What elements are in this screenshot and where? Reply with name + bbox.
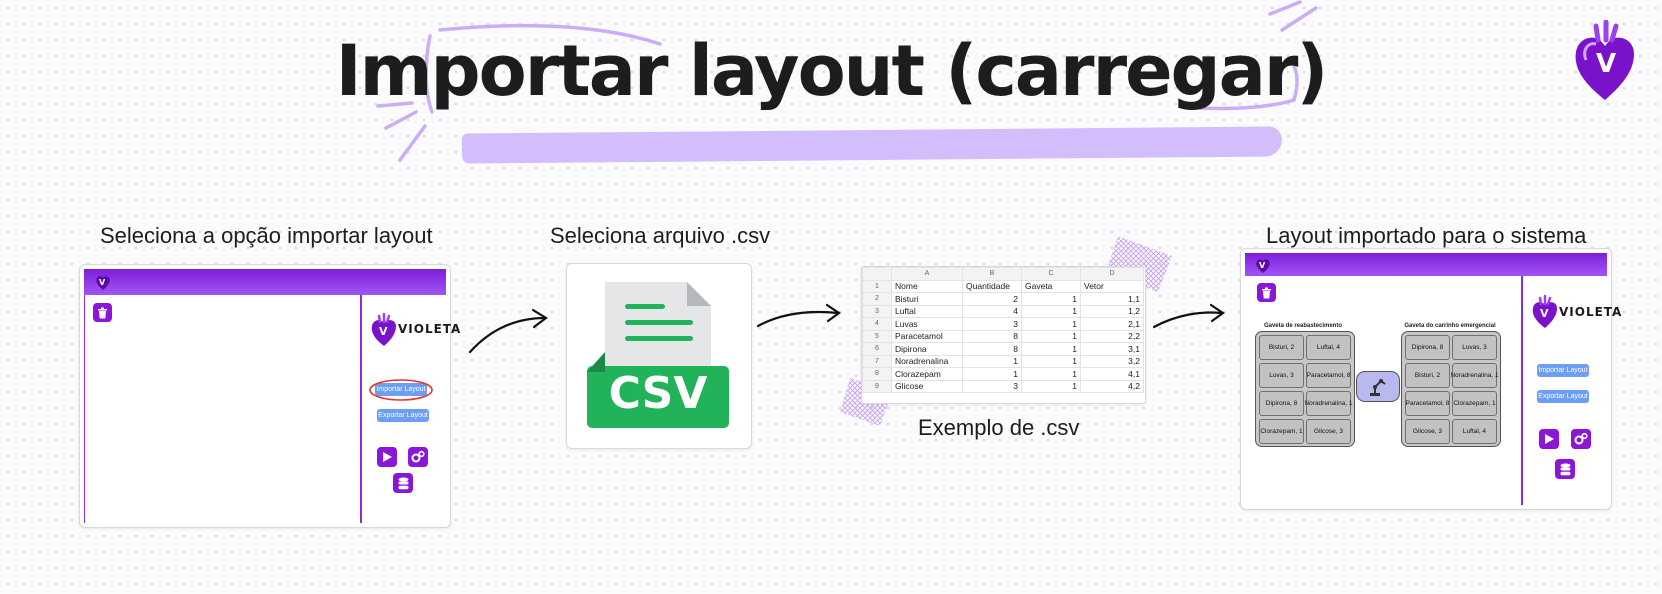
database-icon [1560, 463, 1570, 475]
step3-caption: Exemplo de .csv [918, 415, 1080, 440]
drawer-slot[interactable]: Clorazepam, 1 [1259, 419, 1304, 444]
drawer1-title: Gaveta de reabastecimento [1263, 323, 1343, 329]
play-button[interactable] [377, 447, 397, 467]
gears-icon [1574, 432, 1588, 445]
column-header: D [1080, 267, 1144, 281]
drawer-slot[interactable]: Dipirona, 8 [1259, 391, 1304, 416]
app-left-border [84, 295, 85, 523]
play-button[interactable] [1539, 429, 1559, 449]
robot-arm-icon [1370, 379, 1386, 396]
drawer2-title: Gaveta do carrinho emergencial [1404, 323, 1496, 329]
csv-file-icon [587, 282, 729, 428]
svg-text:V: V [1596, 49, 1616, 79]
csv-file-card: CSV [566, 263, 752, 449]
database-button[interactable] [393, 473, 413, 493]
drawer-slot[interactable]: Glicose, 3 [1306, 419, 1351, 444]
import-layout-button[interactable]: Importar Layout [1537, 364, 1589, 377]
drawer-slot[interactable]: Luvas, 3 [1452, 335, 1497, 360]
drawer-slot[interactable]: Paracetamol, 8 [1306, 363, 1351, 388]
gears-icon [411, 450, 425, 463]
drawer2: Dipirona, 8 Luvas, 3 Bisturi, 2 Noradren… [1401, 331, 1501, 447]
column-header: A [891, 267, 963, 281]
brand-name: VIOLETA [398, 322, 462, 336]
drawer-slot[interactable]: Luftal, 4 [1452, 419, 1497, 444]
export-layout-button[interactable]: Exportar Layout [377, 409, 429, 422]
drawer-slot[interactable]: Paracetamol, 8 [1405, 391, 1450, 416]
highlight-circle [369, 379, 433, 401]
violeta-heart-icon: V [371, 313, 396, 346]
settings-button[interactable] [1571, 429, 1591, 449]
export-layout-button[interactable]: Exportar Layout [1537, 390, 1589, 403]
step4-label: Layout importado para o sistema [1266, 223, 1587, 248]
svg-text:V: V [379, 325, 388, 338]
database-button[interactable] [1555, 459, 1575, 479]
robot-arm-button[interactable] [1356, 371, 1400, 402]
import-layout-button[interactable]: Importar Layout [375, 383, 427, 396]
trash-button[interactable] [93, 303, 112, 322]
settings-button[interactable] [408, 447, 428, 467]
app-logo-icon: V [1256, 259, 1270, 273]
brand-name: VIOLETA [1559, 305, 1623, 319]
app-screenshot-step4: V Gaveta de reabastecimento Bisturi, 2 L… [1240, 248, 1621, 510]
trash-icon [1262, 287, 1271, 298]
play-icon [383, 452, 392, 462]
app-logo-icon: V [96, 276, 110, 290]
step2-label: Seleciona arquivo .csv [550, 223, 771, 248]
drawer-slot[interactable]: Glicose, 3 [1405, 419, 1450, 444]
play-icon [1545, 434, 1554, 444]
drawer-slot[interactable]: Luvas, 3 [1259, 363, 1304, 388]
column-header: C [1021, 267, 1081, 281]
app-screenshot-step1: V V VIOLETA Importar Layout Exportar Lay… [79, 264, 460, 528]
drawer-slot[interactable]: Bisturi, 2 [1405, 363, 1450, 388]
svg-text:V: V [1259, 261, 1266, 270]
step1-label: Seleciona a opção importar layout [100, 223, 433, 248]
svg-text:V: V [99, 278, 106, 287]
drawer1: Bisturi, 2 Luftal, 4 Luvas, 3 Paracetamo… [1255, 331, 1355, 447]
page-title: Importar layout (carregar) [335, 30, 1329, 112]
csv-label: CSV [608, 368, 708, 419]
drawer-slot[interactable]: Bisturi, 2 [1259, 335, 1304, 360]
drawer-slot[interactable]: Clorazepam, 1 [1452, 391, 1497, 416]
svg-text:V: V [1540, 307, 1549, 320]
drawer-slot[interactable]: Dipirona, 8 [1405, 335, 1450, 360]
drawer-slot[interactable]: Noradrenalina, 1 [1450, 363, 1499, 388]
database-icon [398, 477, 408, 489]
column-header: B [962, 267, 1022, 281]
sidebar-divider [360, 295, 362, 523]
drawer-slot[interactable]: Luftal, 4 [1306, 335, 1351, 360]
app-title-bar: V [1245, 253, 1607, 276]
violeta-heart-logo-icon: V [1575, 20, 1634, 100]
app-title-bar: V [84, 269, 446, 295]
trash-button[interactable] [1257, 283, 1276, 302]
sidebar-divider [1521, 276, 1523, 505]
spreadsheet-column-header-row: A B C D [862, 267, 1144, 281]
violeta-heart-icon: V [1532, 295, 1557, 328]
drawer-slot[interactable]: Noradrenalina, 1 [1304, 391, 1353, 416]
trash-icon [98, 307, 107, 318]
